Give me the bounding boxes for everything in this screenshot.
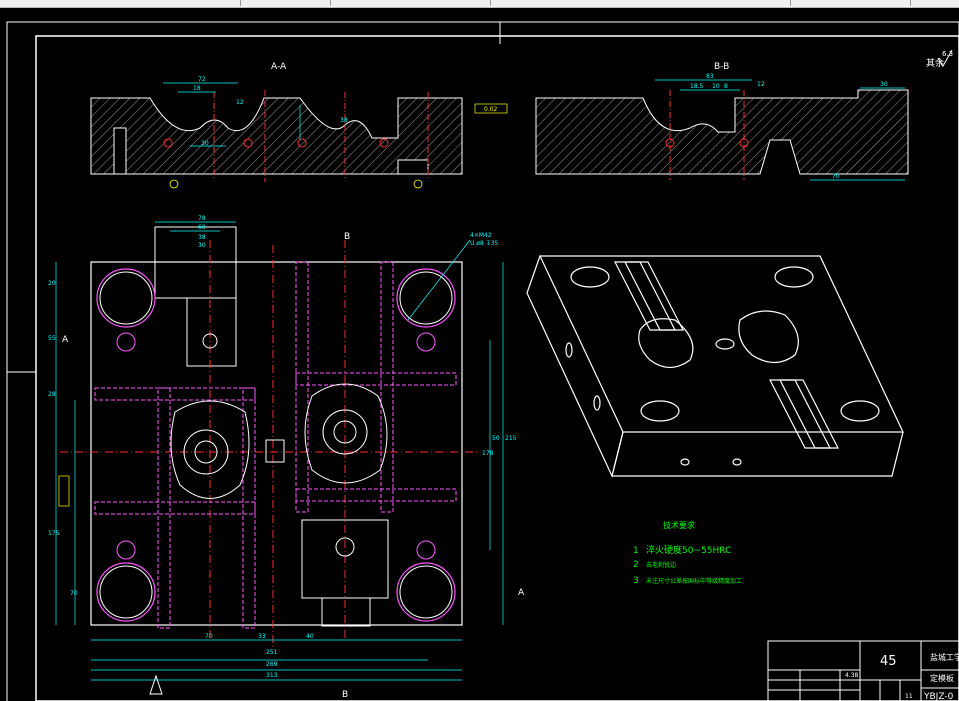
svg-text:83: 83 (706, 73, 714, 80)
svg-text:30: 30 (198, 242, 206, 249)
drawing-border (35, 35, 959, 701)
drawing-number-label: YBJZ-0 (923, 692, 954, 701)
svg-text:215: 215 (505, 435, 517, 442)
toolbar-segment[interactable] (490, 0, 791, 6)
svg-text:B: B (344, 232, 350, 242)
svg-text:251: 251 (266, 649, 278, 656)
svg-text:178: 178 (482, 450, 494, 457)
svg-text:40: 40 (306, 633, 314, 640)
svg-text:12: 12 (236, 99, 244, 106)
svg-text:U ø8 ↧35: U ø8 ↧35 (470, 240, 499, 247)
svg-text:12: 12 (757, 81, 765, 88)
svg-text:269: 269 (266, 661, 278, 668)
svg-text:0.02: 0.02 (484, 106, 498, 113)
svg-text:72: 72 (198, 76, 206, 83)
svg-text:B: B (342, 690, 348, 700)
svg-text:2: 2 (633, 560, 639, 570)
svg-text:淬火硬度50~55HRC: 淬火硬度50~55HRC (646, 544, 731, 556)
roughness-symbol: 其余 6.3 (926, 49, 953, 69)
svg-text:70: 70 (205, 633, 213, 640)
svg-text:A: A (62, 335, 69, 345)
svg-text:1: 1 (633, 546, 639, 556)
sheet-outer-frame (6, 21, 959, 701)
svg-text:55: 55 (48, 335, 56, 342)
svg-text:33: 33 (258, 633, 266, 640)
part-name-label: 定模板 (930, 673, 954, 683)
svg-text:30: 30 (201, 140, 209, 147)
svg-text:B-B: B-B (714, 62, 729, 72)
svg-text:70: 70 (832, 173, 840, 180)
svg-text:78: 78 (198, 215, 206, 222)
svg-text:18.5: 18.5 (690, 83, 704, 90)
svg-text:8: 8 (724, 83, 728, 90)
svg-text:30: 30 (880, 81, 888, 88)
svg-text:10: 10 (712, 83, 720, 90)
svg-text:18: 18 (193, 85, 201, 92)
title-block[interactable] (767, 640, 959, 701)
svg-text:A-A: A-A (271, 62, 287, 72)
svg-text:70: 70 (70, 590, 78, 597)
svg-text:38: 38 (340, 117, 348, 124)
isometric-view[interactable] (526, 255, 904, 478)
toolbar-segment[interactable] (330, 0, 491, 6)
svg-text:175: 175 (48, 530, 60, 537)
svg-text:去毛刺锐边: 去毛刺锐边 (646, 561, 676, 569)
svg-text:38: 38 (198, 234, 206, 241)
toolbar-segment[interactable] (790, 0, 911, 6)
svg-text:6.3: 6.3 (942, 50, 953, 58)
svg-text:313: 313 (266, 672, 278, 679)
svg-text:60: 60 (198, 224, 206, 231)
plan-view[interactable]: 78 60 38 30 70 33 40 251 269 313 20 55 2… (48, 215, 525, 700)
material-label: 45 (880, 654, 897, 669)
svg-text:4×M42: 4×M42 (470, 232, 492, 239)
svg-text:技术要求: 技术要求 (663, 520, 695, 530)
section-view-bb[interactable]: B-B 83 18.5 10 8 12 30 70 (535, 62, 909, 181)
svg-text:50: 50 (492, 435, 500, 442)
toolbar-segment[interactable] (240, 0, 331, 6)
sheet-label: 11 (905, 693, 913, 700)
svg-text:28: 28 (48, 391, 56, 398)
section-view-aa[interactable]: A-A 72 18 30 38 12 0.02 (90, 62, 508, 189)
svg-text:20: 20 (48, 280, 56, 287)
svg-text:3: 3 (633, 576, 639, 586)
company-label: 盐城工学 (930, 652, 959, 662)
toolbar-segment[interactable] (0, 0, 241, 6)
svg-text:A: A (518, 588, 525, 598)
technical-requirements: 技术要求 1 淬火硬度50~55HRC 2 去毛刺锐边 3 未注尺寸公差按国标中… (633, 520, 742, 586)
scale-label: 4.38 (845, 672, 859, 679)
svg-text:未注尺寸公差按国标中等级精度加工: 未注尺寸公差按国标中等级精度加工 (646, 577, 742, 585)
toolbar-strip (0, 0, 959, 8)
